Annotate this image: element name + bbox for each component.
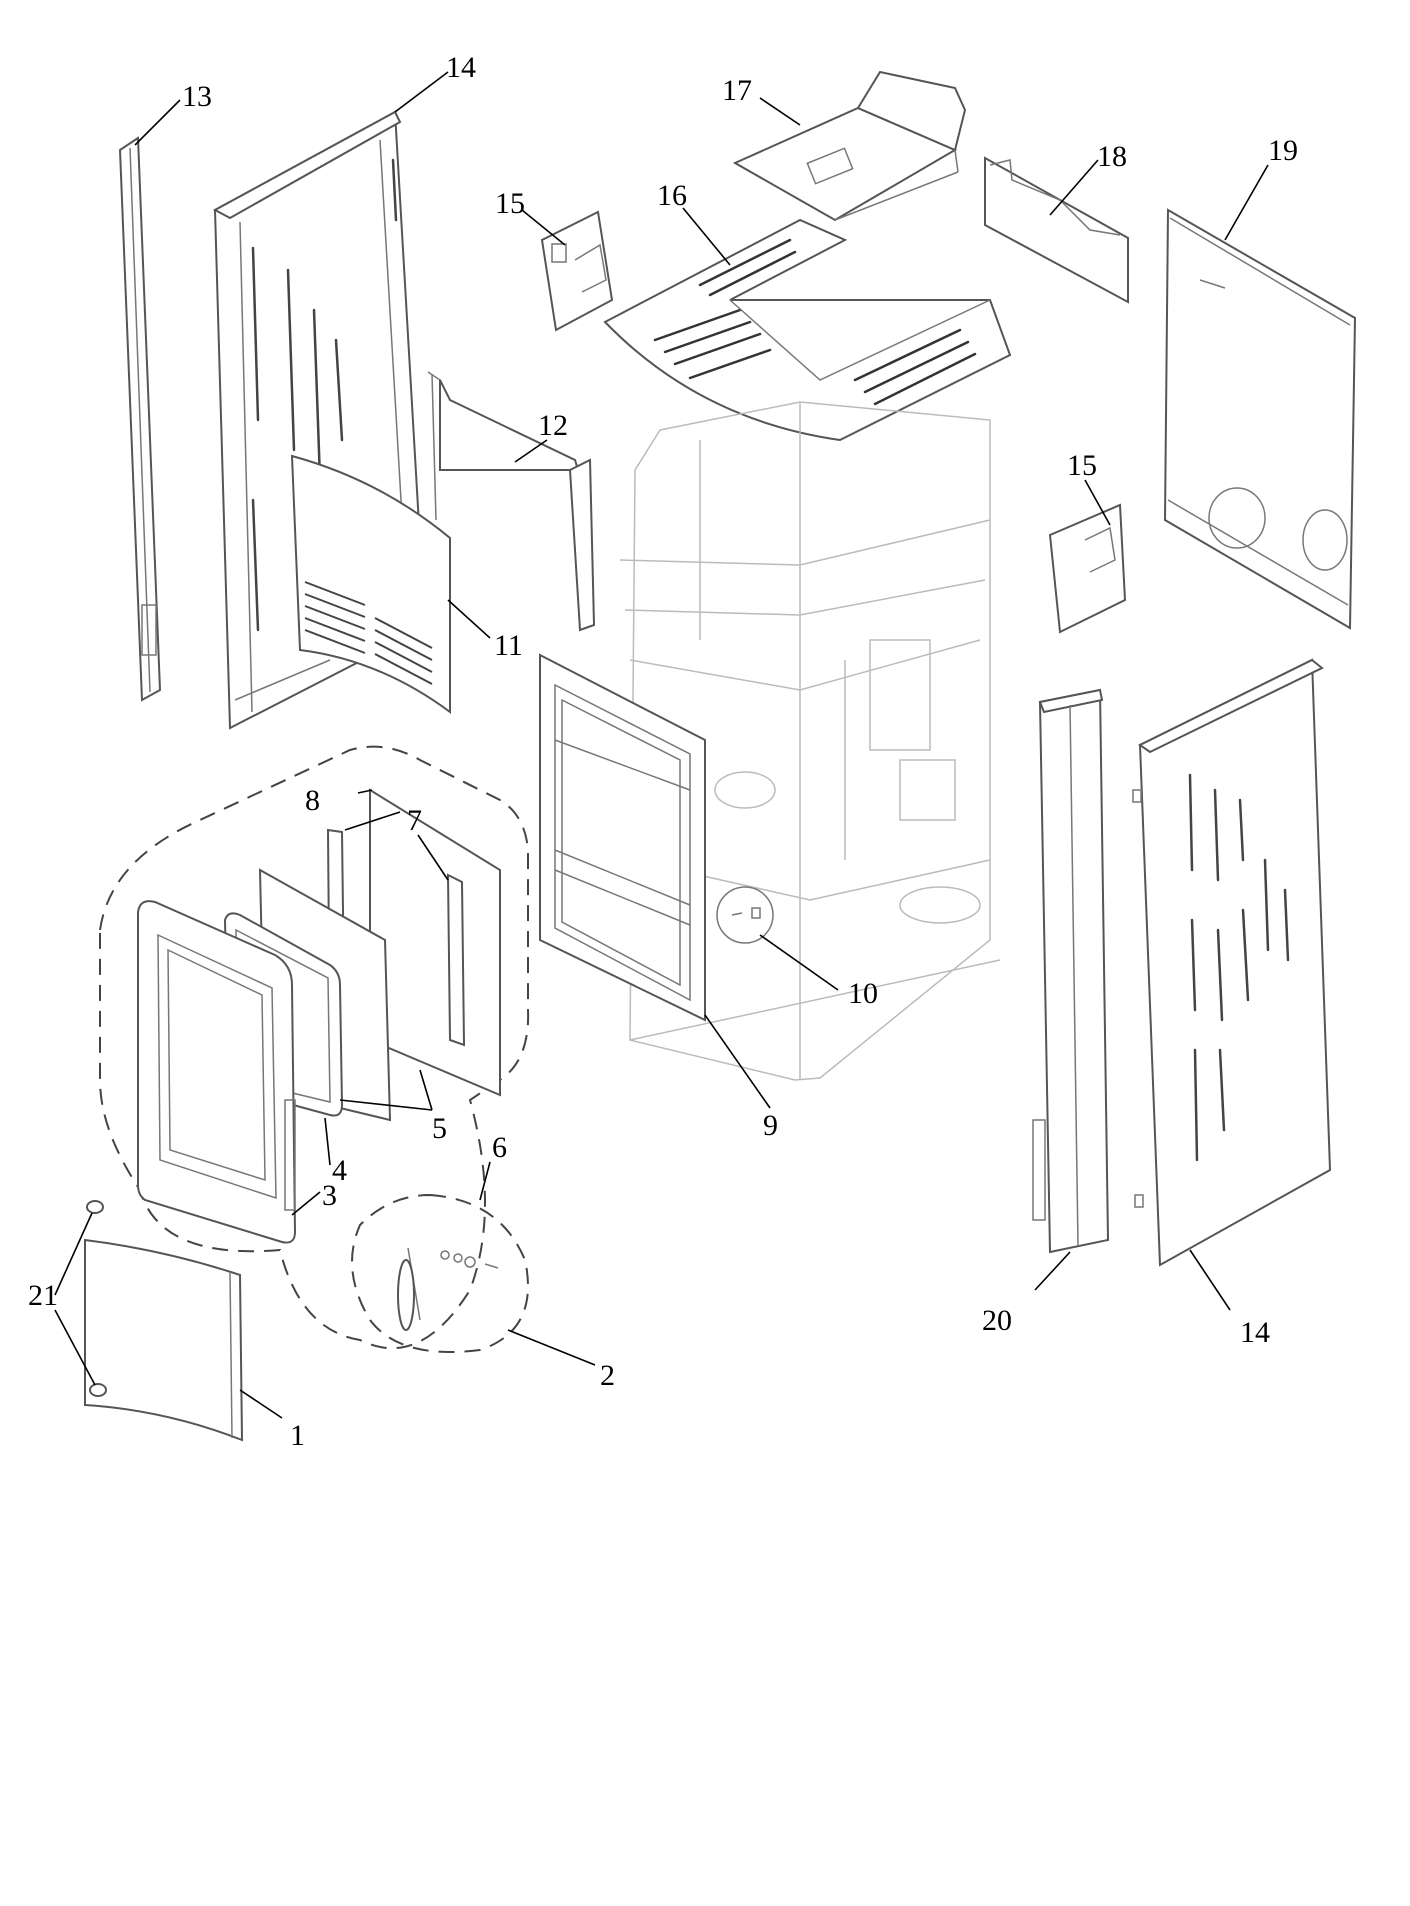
callout-15-left: 15	[495, 187, 525, 220]
callout-19: 19	[1268, 134, 1298, 167]
callout-17: 17	[722, 74, 752, 107]
callout-8: 8	[305, 784, 320, 817]
part-20-right-column	[1032, 688, 1110, 1254]
part-10-fitting	[716, 886, 774, 944]
callout-11: 11	[494, 629, 523, 662]
part-9-door-frame	[539, 653, 706, 1022]
callout-9: 9	[763, 1109, 778, 1142]
callout-2: 2	[600, 1359, 615, 1392]
stove-main-body	[619, 401, 1001, 1081]
callout-7: 7	[407, 804, 422, 837]
door-assembly-group-outline	[99, 745, 530, 1350]
callout-6: 6	[492, 1131, 507, 1164]
callout-16: 16	[657, 179, 687, 212]
part-15-right-bracket	[1048, 503, 1127, 634]
callout-1: 1	[290, 1419, 305, 1452]
callout-13: 13	[182, 80, 212, 113]
callout-labels: 1 2 3 4 5 6 7 8 9 10 11 12 13 14 14 15 1…	[28, 51, 1298, 1452]
callout-10: 10	[848, 977, 878, 1010]
callout-5: 5	[432, 1112, 447, 1145]
part-21-feet	[86, 1200, 107, 1397]
part-3-door-front	[137, 900, 297, 1244]
callout-12: 12	[538, 409, 568, 442]
part-1-lower-front-panel	[84, 1238, 244, 1442]
part-16-top-cover	[603, 218, 1012, 442]
part-11-front-grille-panel	[290, 454, 451, 714]
leader-lines	[54, 71, 1269, 1419]
callout-20: 20	[982, 1304, 1012, 1337]
callout-14-top: 14	[446, 51, 476, 84]
part-6-handle-kit	[351, 1193, 529, 1353]
callout-18: 18	[1097, 140, 1127, 173]
part-15-left-bracket	[540, 210, 614, 332]
callout-4: 4	[332, 1154, 347, 1187]
callout-15-right: 15	[1067, 449, 1097, 482]
callout-3: 3	[322, 1179, 337, 1212]
callout-14-bottom: 14	[1240, 1316, 1270, 1349]
part-14-right-side-panel	[1132, 658, 1332, 1267]
part-13-left-rail	[118, 136, 162, 702]
part-8-glass-panel	[369, 788, 501, 1097]
part-17-top-lid	[732, 70, 967, 222]
part-18-rear-bracket	[984, 156, 1129, 304]
part-19-rear-panel	[1163, 208, 1357, 630]
callout-21: 21	[28, 1279, 58, 1312]
part-12-bracket	[427, 371, 596, 632]
